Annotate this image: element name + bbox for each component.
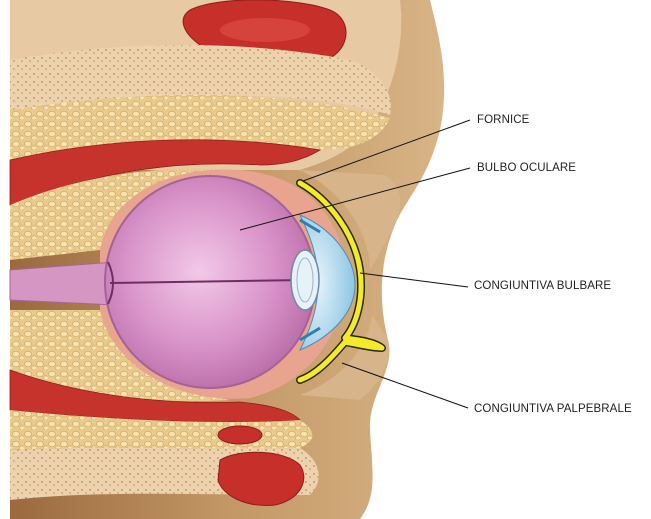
- label-bulbo-oculare: BULBO OCULARE: [477, 163, 576, 175]
- label-congiuntiva-bulbare: CONGIUNTIVA BULBARE: [474, 281, 611, 293]
- lacrimal-duct: [218, 426, 262, 444]
- upper-cavity-highlight: [220, 18, 310, 42]
- optic-nerve: [10, 262, 115, 305]
- lens: [291, 250, 319, 310]
- label-congiuntiva-palpebrale: CONGIUNTIVA PALPEBRALE: [474, 404, 632, 416]
- label-fornice: FORNICE: [477, 115, 529, 127]
